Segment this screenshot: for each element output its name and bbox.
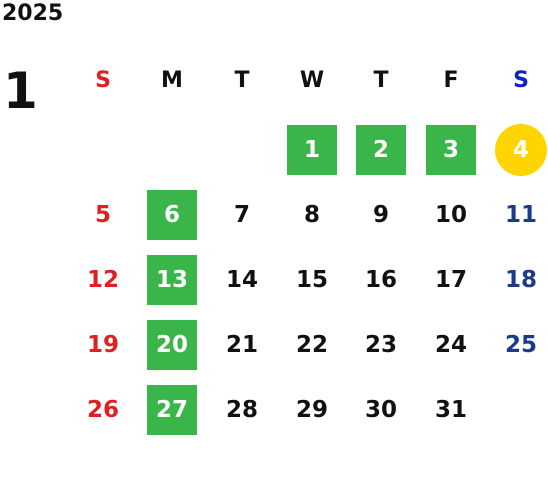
day-cell-31: 31	[434, 397, 467, 423]
day-cell-10: 10	[434, 202, 467, 228]
weekday-label-6: S	[513, 68, 529, 93]
day-cell-15: 15	[295, 267, 328, 293]
day-cell-21: 21	[225, 332, 258, 358]
day-cell-6: 6	[147, 190, 197, 240]
day-cell-20: 20	[147, 320, 197, 370]
weekday-label-4: T	[373, 68, 389, 93]
day-cell-5: 5	[94, 202, 111, 228]
weekday-label-0: S	[95, 68, 111, 93]
weekday-label-3: W	[299, 68, 325, 93]
day-cell-27: 27	[147, 385, 197, 435]
day-cell-1: 1	[287, 125, 337, 175]
day-cell-11: 11	[504, 202, 537, 228]
day-cell-23: 23	[364, 332, 397, 358]
weekday-label-1: M	[161, 68, 183, 93]
day-cell-24: 24	[434, 332, 467, 358]
day-cell-12: 12	[86, 267, 119, 293]
weekday-label-5: F	[443, 68, 459, 93]
day-cell-25: 25	[504, 332, 537, 358]
day-cell-26: 26	[86, 397, 119, 423]
day-cell-28: 28	[225, 397, 258, 423]
day-cell-19: 19	[86, 332, 119, 358]
day-cell-3: 3	[426, 125, 476, 175]
day-cell-13: 13	[147, 255, 197, 305]
day-cell-7: 7	[233, 202, 250, 228]
month-label: 1	[3, 62, 38, 120]
day-cell-30: 30	[364, 397, 397, 423]
day-cell-9: 9	[372, 202, 389, 228]
day-cell-18: 18	[504, 267, 537, 293]
weekday-label-2: T	[234, 68, 250, 93]
year-label: 2025	[2, 1, 64, 26]
day-cell-16: 16	[364, 267, 397, 293]
day-cell-8: 8	[303, 202, 320, 228]
day-cell-4: 4	[495, 124, 547, 176]
day-cell-22: 22	[295, 332, 328, 358]
day-cell-29: 29	[295, 397, 328, 423]
day-cell-14: 14	[225, 267, 258, 293]
day-cell-17: 17	[434, 267, 467, 293]
day-cell-2: 2	[356, 125, 406, 175]
